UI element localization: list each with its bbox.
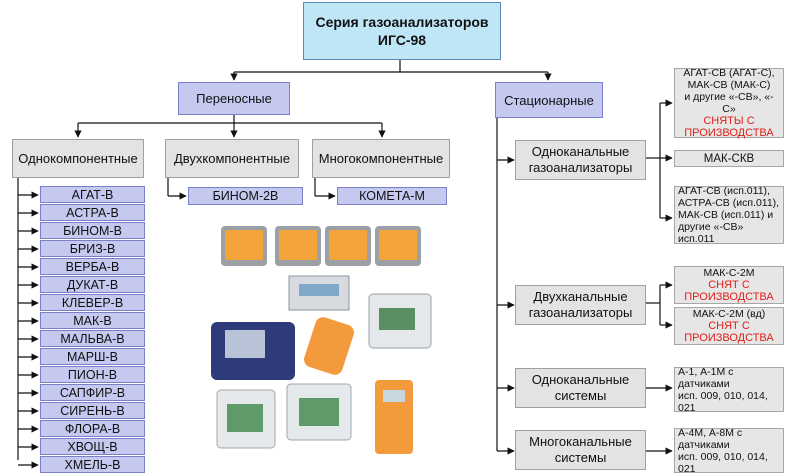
list-item: ПИОН-В	[40, 366, 145, 383]
discontinued-label: СНЯТ С	[708, 279, 750, 291]
subcategory-single-channel-systems: Одноканальные системы	[515, 368, 646, 408]
label-line: Многоканальные	[529, 434, 632, 449]
discontinued-label: ПРОИЗВОДСТВА	[684, 291, 774, 303]
root-title-line1: Серия газоанализаторов	[315, 14, 489, 30]
category-portable: Переносные	[178, 82, 290, 115]
note-line: датчиками	[678, 377, 730, 390]
list-item: БИНОМ-В	[40, 222, 145, 239]
list-item: МАРШ-В	[40, 348, 145, 365]
note-mak-skv: МАК-СКВ	[674, 150, 784, 167]
list-item: ХВОЩ-В	[40, 438, 145, 455]
discontinued-label: СНЯТ С	[708, 320, 750, 332]
list-item: КЛЕВЕР-В	[40, 294, 145, 311]
note-line: А-4М, А-8М с	[678, 426, 743, 439]
root-title-line2: ИГС-98	[377, 32, 427, 48]
note-line: МАК-С-2М (вд)	[692, 308, 766, 320]
label-line: Одноканальные	[531, 372, 630, 387]
note-line: исп. 009, 010, 014,	[678, 389, 768, 402]
note-line: и другие «-СВ», «-С»	[684, 91, 774, 115]
subcategory-dual-component: Двухкомпонентные	[165, 139, 299, 178]
subcategory-single-component: Однокомпонентные	[12, 139, 144, 178]
label-line: Одноканальные	[531, 144, 630, 159]
item-binom-2v: БИНОМ-2В	[188, 187, 303, 205]
note-a4m-a8m: А-4М, А-8М с датчиками исп. 009, 010, 01…	[674, 426, 784, 475]
note-line: 021	[678, 401, 696, 414]
device-illustration	[211, 226, 432, 454]
category-stationary: Стационарные	[495, 82, 603, 118]
root-title: Серия газоанализаторов ИГС-98	[303, 2, 501, 60]
list-item: АГАТ-В	[40, 186, 145, 203]
list-item: БРИЗ-В	[40, 240, 145, 257]
note-line: другие «-СВ» исп.011	[678, 221, 744, 245]
discontinued-label: ПРОИЗВОДСТВА	[684, 127, 774, 139]
label-line: системы	[554, 388, 607, 403]
discontinued-label: СНЯТЫ С	[703, 115, 755, 127]
label-line: газоанализаторы	[528, 160, 633, 175]
note-line: МАК-СВ (исп.011) и	[678, 209, 774, 221]
note-line: А-1, А-1М с	[678, 365, 734, 378]
list-item: ДУКАТ-В	[40, 276, 145, 293]
list-item: АСТРА-В	[40, 204, 145, 221]
note-mak-s-2m-vd: МАК-С-2М (вд) СНЯТ С ПРОИЗВОДСТВА	[674, 307, 784, 345]
note-line: АСТРА-СВ (исп.011),	[678, 197, 780, 209]
list-item: ВЕРБА-В	[40, 258, 145, 275]
list-item: СИРЕНЬ-В	[40, 402, 145, 419]
subcategory-dual-channel-analyzers: Двухканальные газоанализаторы	[515, 285, 646, 325]
list-item: МАЛЬВА-В	[40, 330, 145, 347]
label-line: газоанализаторы	[528, 305, 633, 320]
product-photo-collage	[211, 226, 432, 454]
discontinued-label: ПРОИЗВОДСТВА	[684, 332, 774, 344]
label-line: Двухканальные	[533, 289, 628, 304]
note-line: исп. 009, 010, 014,	[678, 450, 768, 463]
note-line: датчиками	[678, 438, 730, 451]
subcategory-multi-component: Многокомпонентные	[312, 139, 450, 178]
note-legacy-sv: АГАТ-СВ (АГАТ-С), МАК-СВ (МАК-С) и други…	[674, 67, 784, 139]
note-line: АГАТ-СВ (исп.011),	[678, 185, 770, 197]
note-a1-a1m: А-1, А-1М с датчиками исп. 009, 010, 014…	[674, 365, 784, 414]
item-kometa-m: КОМЕТА-М	[337, 187, 447, 205]
note-mak-s-2m: МАК-С-2М СНЯТ С ПРОИЗВОДСТВА	[674, 266, 784, 304]
note-line: МАК-СВ (МАК-С)	[687, 79, 771, 91]
subcategory-multi-channel-systems: Многоканальные системы	[515, 430, 646, 470]
note-line: АГАТ-СВ (АГАТ-С),	[683, 67, 775, 79]
label-line: системы	[554, 450, 607, 465]
note-line: 021	[678, 462, 696, 475]
list-item: САПФИР-В	[40, 384, 145, 401]
subcategory-single-channel-analyzers: Одноканальные газоанализаторы	[515, 140, 646, 180]
list-item: МАК-В	[40, 312, 145, 329]
list-item: ФЛОРА-В	[40, 420, 145, 437]
note-isp-011: АГАТ-СВ (исп.011), АСТРА-СВ (исп.011), М…	[674, 185, 784, 245]
list-item: ХМЕЛЬ-В	[40, 456, 145, 473]
note-line: МАК-С-2М	[703, 267, 755, 279]
